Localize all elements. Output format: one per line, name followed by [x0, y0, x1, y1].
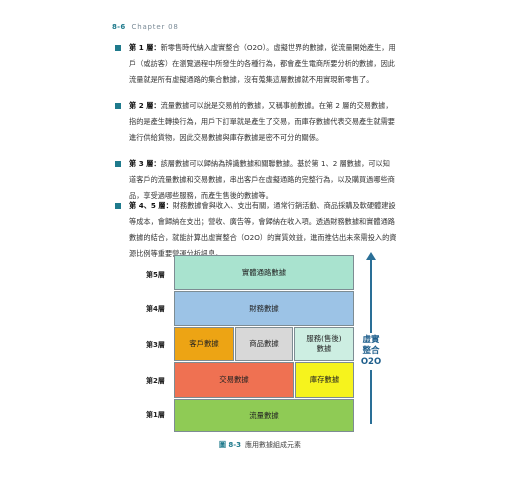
paragraph-lead: 第 1 層： — [129, 43, 161, 52]
paragraph-lead: 第 4、5 層： — [129, 201, 173, 210]
service-data-box: 服務(售後) 數據 — [294, 327, 354, 361]
paragraph-text: 財務數據會與收入、支出有關，通常行銷活動、商品採購及軟硬體建設等成本，會歸納在支… — [129, 201, 397, 258]
square-bullet-icon — [115, 45, 121, 51]
product-data-box: 商品數據 — [235, 327, 293, 361]
physical-channel-data-box: 實體通路數據 — [174, 255, 354, 290]
paragraph-lead: 第 3 層： — [129, 159, 161, 168]
paragraph-lead: 第 2 層： — [129, 101, 161, 110]
traffic-data-box: 流量數據 — [174, 399, 354, 432]
paragraph-layer-3: 第 3 層：該層數據可以歸納為辨識數據和關聯數據。基於第 1、2 層數據，可以知… — [115, 156, 397, 204]
chapter-label: Chapter 08 — [131, 23, 179, 31]
layer-label-3: 第3層 — [146, 341, 165, 349]
paragraph-text: 流量數據可以說是交易前的數據，又稱事前數據。在第 2 層的交易數據，指的是產生轉… — [129, 101, 395, 142]
paragraph-text: 該層數據可以歸納為辨識數據和關聯數據。基於第 1、2 層數據，可以知道客戶的流量… — [129, 159, 395, 200]
page-header: 8-6 Chapter 08 — [112, 20, 179, 34]
customer-data-box: 客戶數據 — [174, 327, 234, 361]
layer-label-5: 第5層 — [146, 271, 165, 279]
paragraph-layer-1: 第 1 層：新零售時代納入虛實整合（O2O）。虛擬世界的數據，從流量開始產生，用… — [115, 40, 397, 88]
square-bullet-icon — [115, 203, 121, 209]
layer-label-4: 第4層 — [146, 305, 165, 313]
figure-caption-text: 應用數據組成元素 — [245, 441, 302, 449]
transaction-data-box: 交易數據 — [174, 362, 294, 398]
layer-label-2: 第2層 — [146, 377, 165, 385]
page-number: 8-6 — [112, 23, 126, 31]
paragraph-layer-2: 第 2 層：流量數據可以說是交易前的數據，又稱事前數據。在第 2 層的交易數據，… — [115, 98, 397, 146]
square-bullet-icon — [115, 161, 121, 167]
paragraph-text: 新零售時代納入虛實整合（O2O）。虛擬世界的數據，從流量開始產生，用戶（或訪客）… — [129, 43, 396, 84]
paragraph-layer-4-5: 第 4、5 層：財務數據會與收入、支出有關，通常行銷活動、商品採購及軟硬體建設等… — [115, 198, 397, 262]
inventory-data-box: 庫存數據 — [295, 362, 354, 398]
figure-number: 圖 8-3 — [218, 441, 242, 449]
square-bullet-icon — [115, 103, 121, 109]
financial-data-box: 財務數據 — [174, 291, 354, 326]
data-layers-diagram: 第5層 第4層 第3層 第2層 第1層 實體通路數據 財務數據 客戶數據 商品數… — [144, 250, 394, 440]
layer-label-1: 第1層 — [146, 411, 165, 419]
o2o-arrow-label: 虛實 整合 O2O — [358, 333, 384, 370]
arrow-up-icon — [366, 252, 376, 260]
